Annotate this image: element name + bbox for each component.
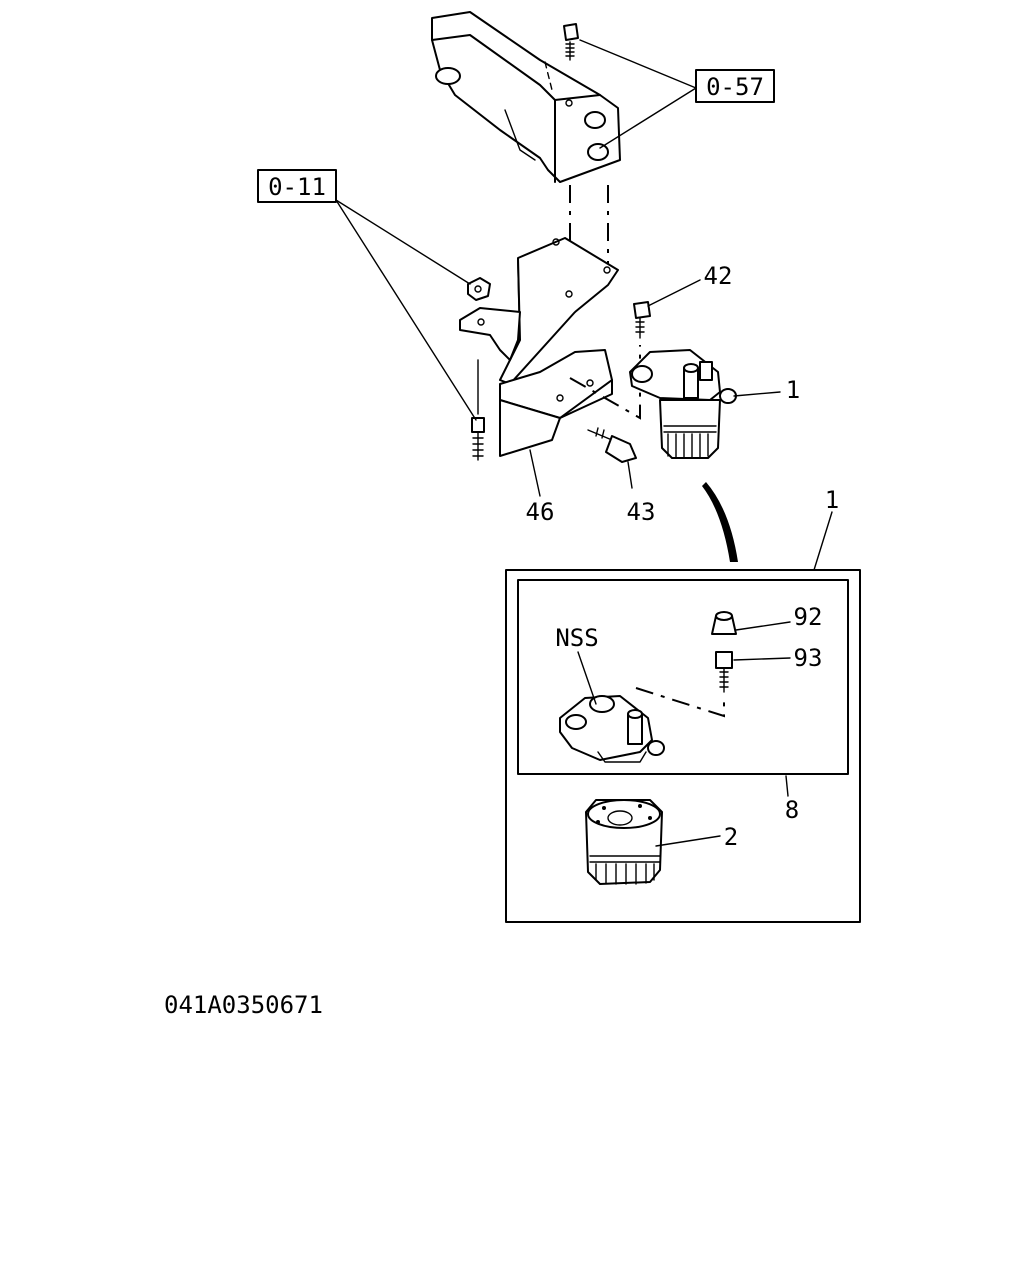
callout-42: 42 — [704, 262, 733, 290]
callout-1-filter: 1 — [786, 376, 800, 404]
exploded-view-arrow — [702, 482, 738, 562]
filter-head-nss — [559, 695, 665, 763]
catalog-code: 041A0350671 — [164, 991, 323, 1019]
callout-92: 92 — [794, 603, 823, 631]
kit-outer-frame — [505, 569, 861, 923]
callout-46: 46 — [526, 498, 555, 526]
top-bolt — [563, 23, 579, 61]
bleeder-screw-93 — [715, 651, 733, 693]
filter-element-2 — [585, 799, 663, 885]
callout-43: 43 — [627, 498, 656, 526]
ref-label-0-57: 0-57 — [706, 73, 764, 101]
alignment-line-4 — [635, 687, 725, 718]
kit-inner-frame — [517, 579, 849, 775]
callout-1-kit: 1 — [825, 486, 839, 514]
cap-92 — [711, 611, 737, 635]
ref-label-0-11: 0-11 — [268, 173, 326, 201]
bolt-42 — [633, 301, 651, 339]
mounting-bracket — [459, 237, 619, 457]
ref-box-0-57: 0-57 — [695, 69, 775, 103]
callout-nss: NSS — [555, 624, 598, 652]
bolt-43 — [587, 427, 637, 463]
callout-8: 8 — [785, 796, 799, 824]
ref-box-0-11: 0-11 — [257, 169, 337, 203]
callout-2: 2 — [724, 823, 738, 851]
callout-93: 93 — [794, 644, 823, 672]
flange-nut — [467, 277, 491, 301]
fuel-filter-assembly — [629, 349, 737, 459]
engine-bracket — [431, 11, 621, 183]
stud-bolt — [471, 359, 485, 461]
leader-lines — [335, 39, 833, 847]
